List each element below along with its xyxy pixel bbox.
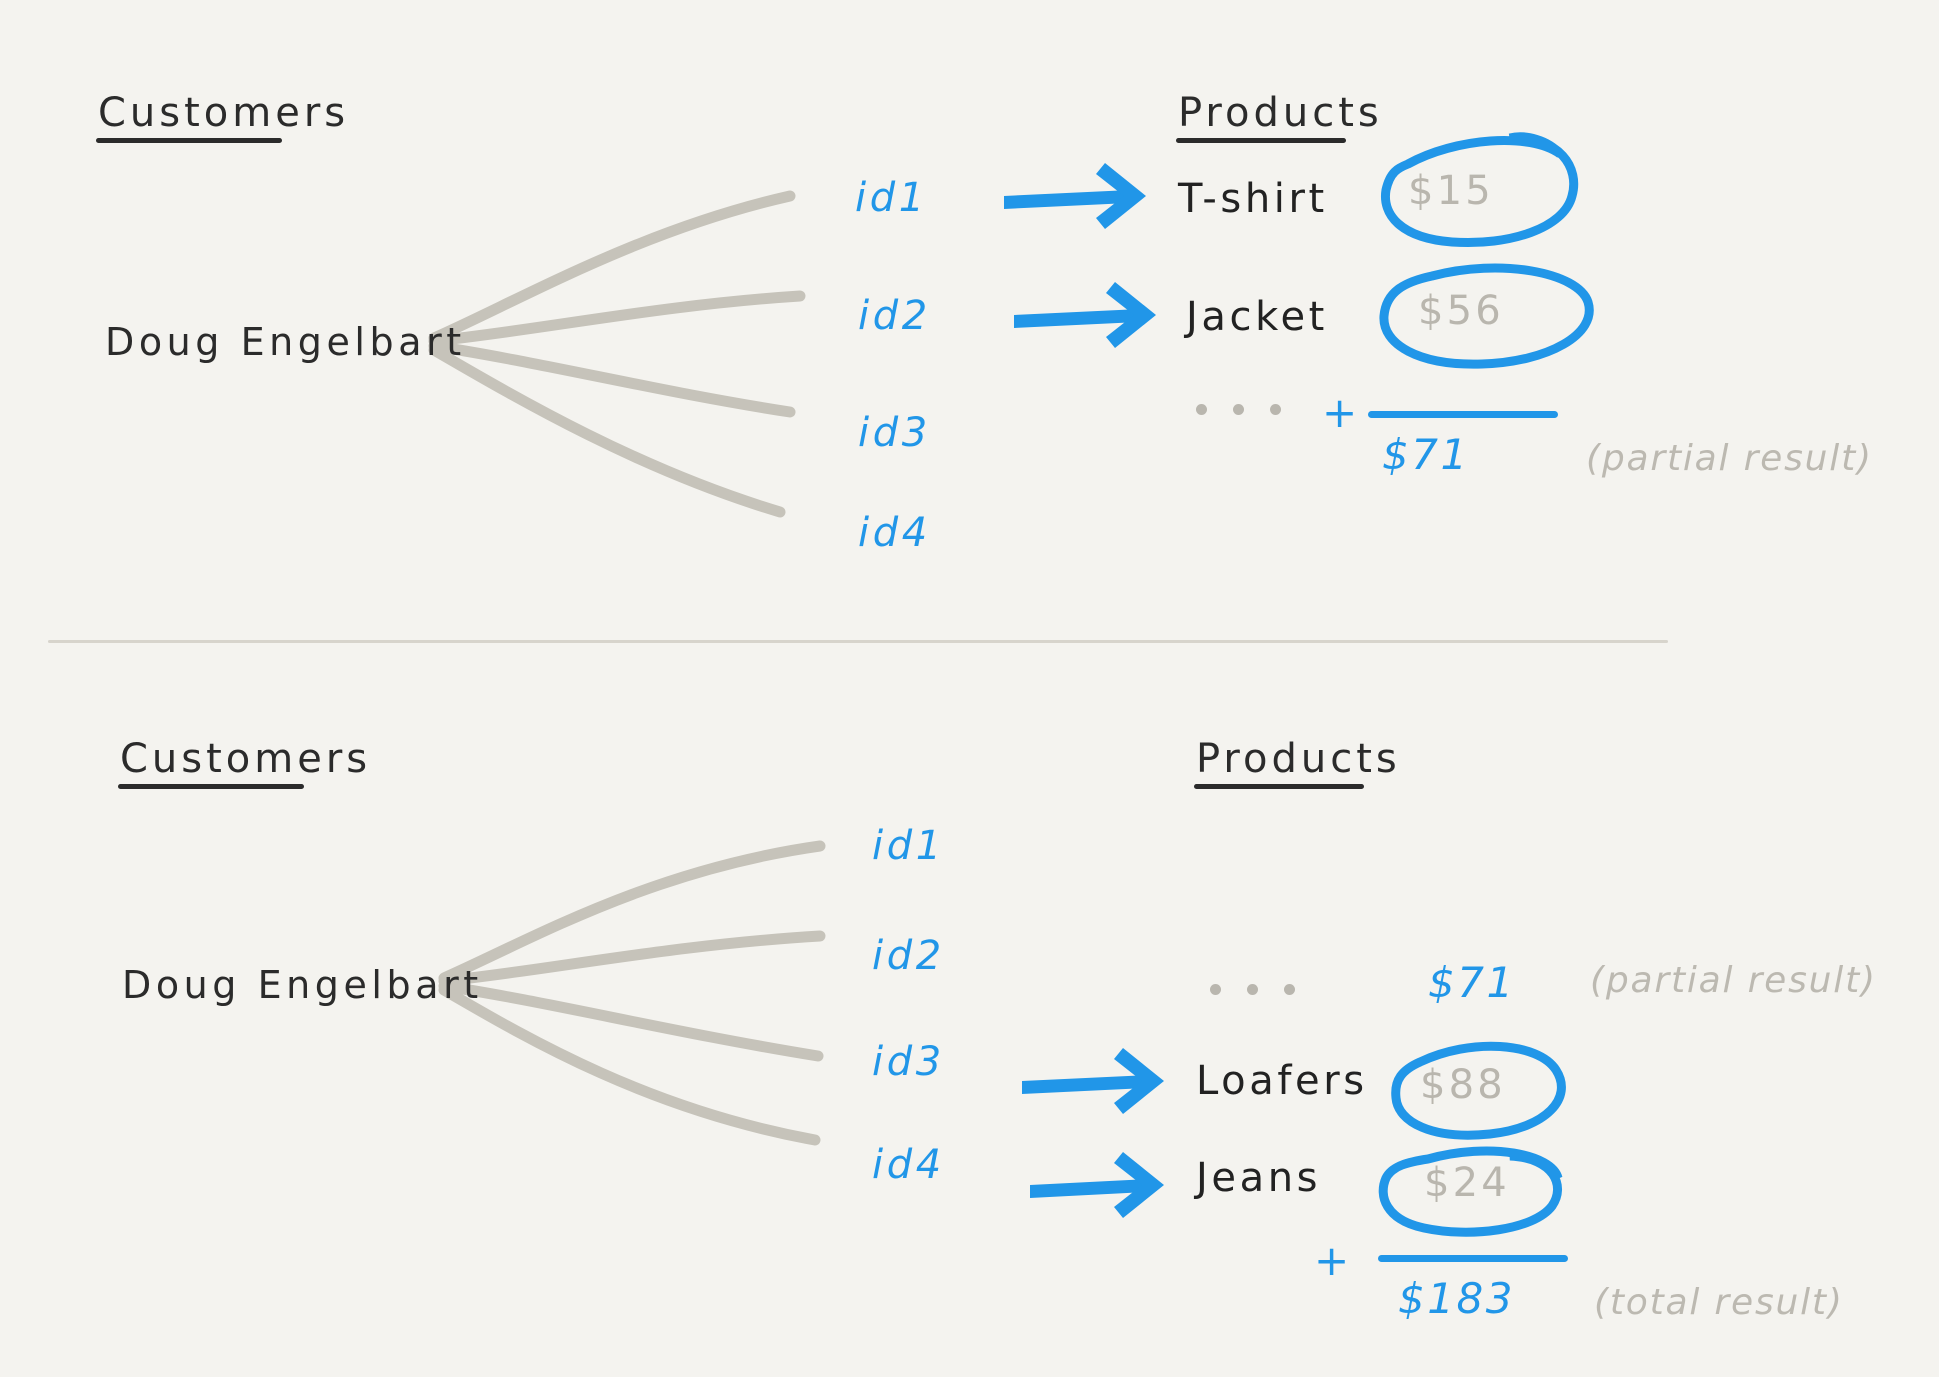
top-id-label-1[interactable]: id1 [855,175,928,221]
top-sum-value: $71 [1382,430,1470,479]
fan-line-bottom-1 [438,840,826,984]
fan-lines-top [428,190,806,518]
top-product-label-tshirt[interactable]: T-shirt [1178,176,1328,222]
fan-line-top-2 [428,290,806,347]
fan-line-top-4 [428,344,786,518]
bottom-sum-rule [1378,1255,1568,1262]
bottom-products-heading: Products [1196,736,1401,782]
top-customers-heading: Customers [98,90,350,136]
top-customers-heading-underline [96,138,282,143]
bottom-price-jeans: $24 [1424,1160,1510,1206]
bottom-id-label-4[interactable]: id4 [872,1142,945,1188]
bottom-customers-heading: Customers [120,736,372,782]
fan-line-bottom-4 [438,984,821,1146]
top-products-heading-underline [1176,138,1346,143]
fan-line-bottom-2 [438,930,826,987]
top-plus-sign: + [1322,388,1360,437]
ellipsis-dot [1284,984,1295,995]
ellipsis-dot [1210,984,1221,995]
top-id-label-3[interactable]: id3 [858,410,931,456]
bottom-sum-annotation: (total result) [1594,1282,1844,1323]
top-price-jacket: $56 [1418,288,1504,334]
arrow-top-id2 [1014,282,1156,348]
bottom-carried-annotation: (partial result) [1590,960,1877,1001]
bottom-products-heading-underline [1194,784,1364,789]
top-sum-rule [1368,411,1558,418]
bottom-sum-value: $183 [1398,1274,1515,1323]
top-product-label-jacket[interactable]: Jacket [1186,294,1328,340]
bottom-carried-value: $71 [1428,958,1516,1007]
bottom-plus-sign: + [1314,1236,1352,1285]
fan-line-top-3 [428,340,796,418]
top-id-label-2[interactable]: id2 [858,293,931,339]
arrow-bottom-id4 [1030,1152,1164,1218]
bottom-customer-name: Doug Engelbart [122,963,483,1007]
fan-lines-bottom [438,840,826,1146]
panel-divider [48,640,1668,643]
ellipsis-dot [1270,404,1281,415]
fan-line-bottom-3 [438,980,824,1062]
arrow-top-id1 [1004,163,1146,229]
ellipsis-dot [1247,984,1258,995]
bottom-product-label-loafers[interactable]: Loafers [1196,1058,1368,1104]
bottom-price-loafers: $88 [1420,1062,1506,1108]
top-products-heading: Products [1178,90,1383,136]
arrow-bottom-id3 [1022,1048,1164,1114]
top-price-tshirt: $15 [1408,168,1494,214]
arrows-layer [1004,163,1164,1218]
ellipsis-dot [1233,404,1244,415]
bottom-id-label-2[interactable]: id2 [872,933,945,979]
bottom-product-label-jeans[interactable]: Jeans [1196,1155,1322,1201]
bottom-id-label-1[interactable]: id1 [872,823,945,869]
bottom-id-label-3[interactable]: id3 [872,1039,945,1085]
top-id-label-4[interactable]: id4 [858,510,931,556]
ellipsis-dot [1196,404,1207,415]
top-customer-name: Doug Engelbart [105,320,466,364]
bottom-ellipsis [1210,984,1295,995]
top-ellipsis [1196,404,1281,415]
top-sum-annotation: (partial result) [1586,438,1873,479]
bottom-customers-heading-underline [118,784,304,789]
fan-line-top-1 [428,190,796,344]
